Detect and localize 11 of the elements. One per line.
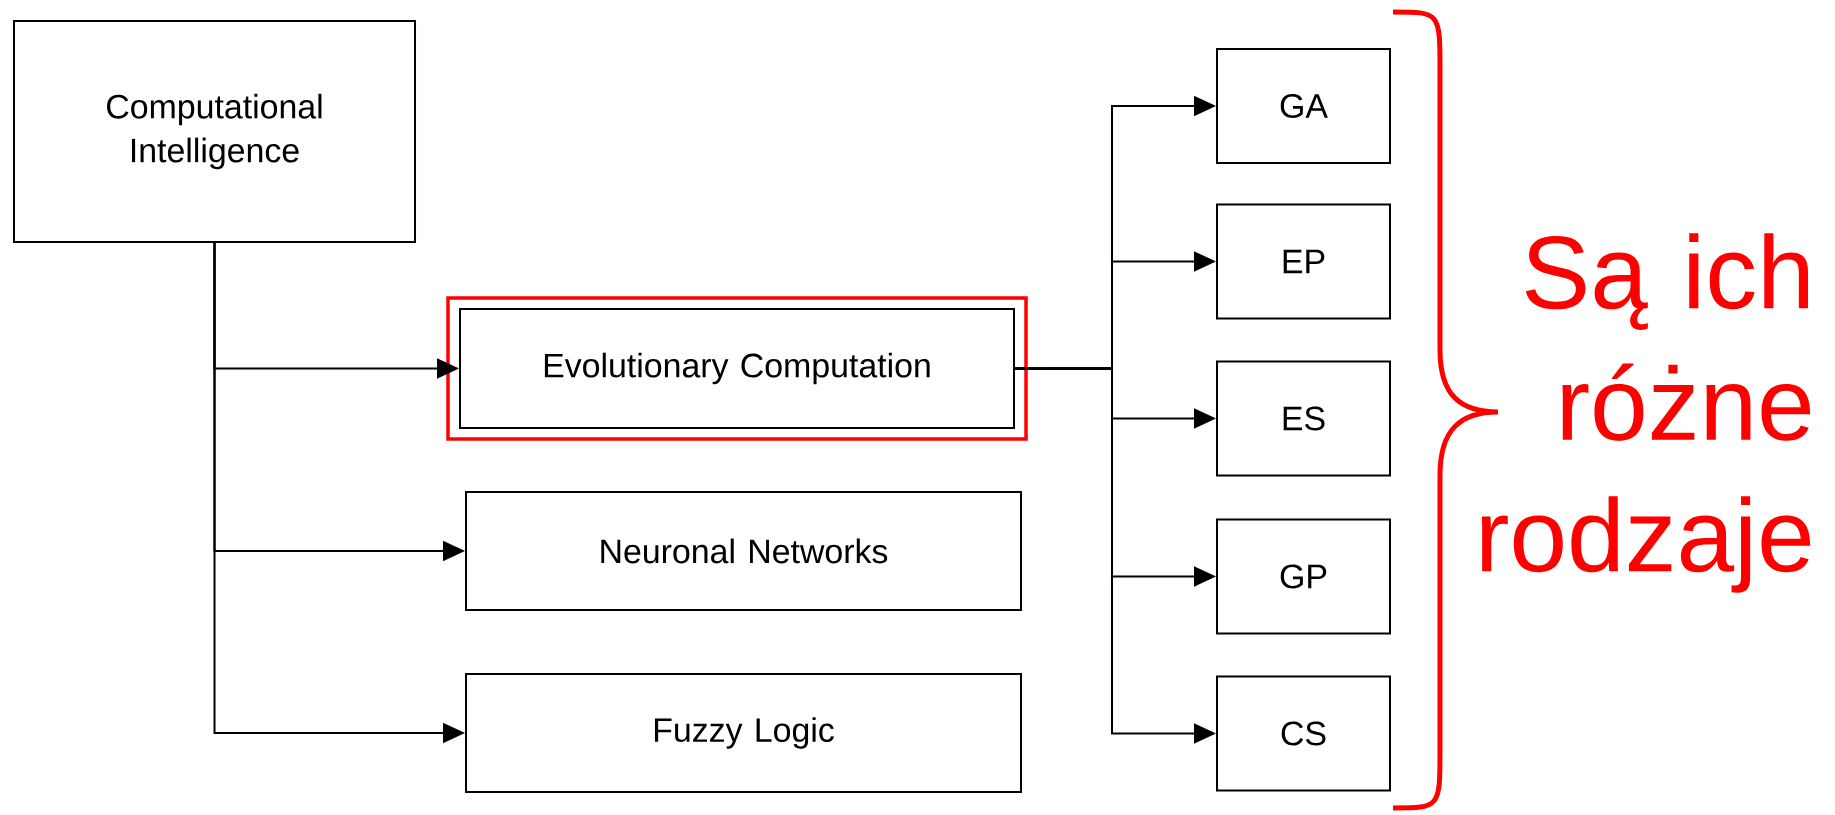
highlight-frame bbox=[446, 296, 1028, 441]
process-box: Evolutionary Computation bbox=[459, 308, 1015, 429]
process-box: GA bbox=[1216, 48, 1391, 164]
annotation-text: Są ich różne rodzaje bbox=[1481, 233, 1811, 593]
process-box: Fuzzy Logic bbox=[465, 673, 1022, 793]
process-box: Computational Intelligence bbox=[13, 20, 416, 243]
process-box: ES bbox=[1216, 360, 1391, 477]
process-box: EP bbox=[1216, 203, 1391, 320]
process-box: GP bbox=[1216, 518, 1391, 635]
process-box: Neuronal Networks bbox=[465, 491, 1022, 611]
process-box: CS bbox=[1216, 675, 1391, 792]
